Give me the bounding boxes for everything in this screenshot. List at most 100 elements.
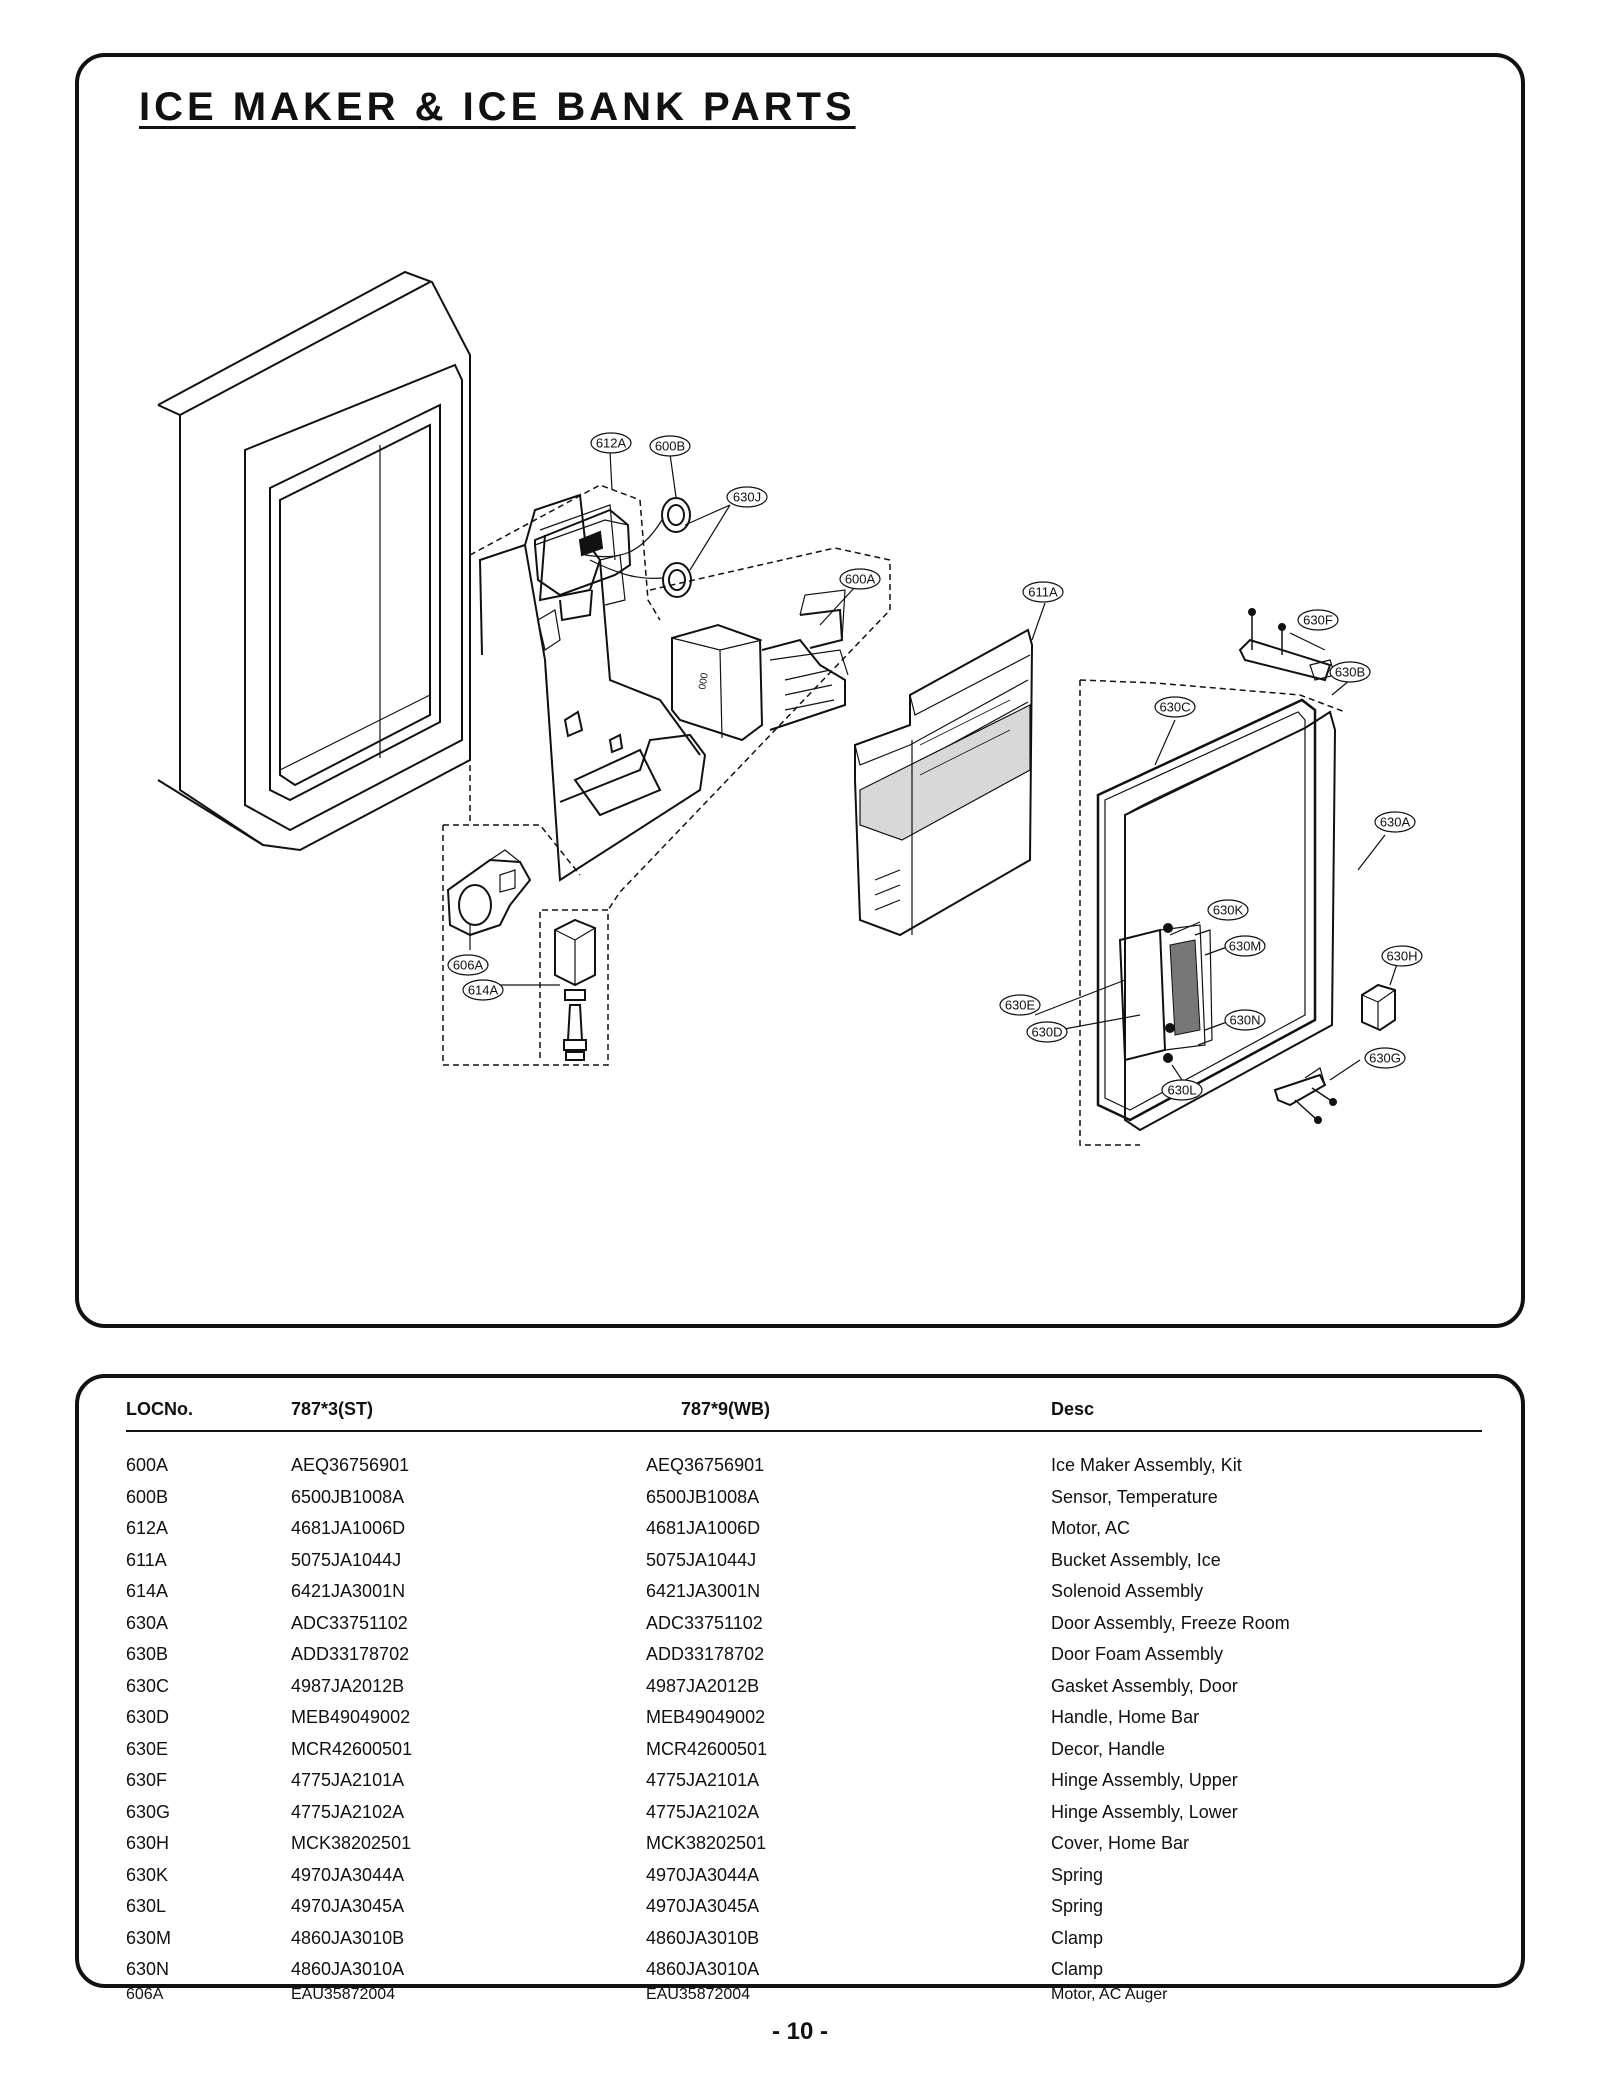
cell-loc: 630F (126, 1770, 168, 1791)
cell-st: 5075JA1044J (291, 1549, 402, 1570)
callout-label: 630E (1005, 998, 1036, 1013)
callout-630h: 630H (1381, 945, 1423, 967)
page-title: ICE MAKER & ICE BANK PARTS (139, 85, 856, 129)
cell-st: 6500JB1008A (291, 1486, 405, 1507)
cell-wb: 4860JA3010A (646, 1959, 760, 1980)
cell-desc: Hinge Assembly, Upper (1051, 1770, 1238, 1791)
header-wb: 787*9(WB) (611, 1388, 1016, 1432)
cell-loc: 600A (126, 1455, 169, 1476)
callout-630f: 630F (1297, 609, 1339, 631)
cell-desc: Door Assembly, Freeze Room (1051, 1612, 1290, 1633)
cell-desc: Gasket Assembly, Door (1051, 1675, 1238, 1696)
callout-label: 630C (1159, 700, 1190, 715)
cell-st: MCK38202501 (291, 1833, 412, 1854)
callout-606a: 606A (447, 954, 489, 976)
cell-st: 4860JA3010A (291, 1959, 405, 1980)
lower-hinge (1273, 1067, 1337, 1124)
cell-desc: Cover, Home Bar (1051, 1833, 1190, 1854)
cell-desc: Door Foam Assembly (1051, 1644, 1224, 1665)
callout-label: 606A (453, 958, 484, 973)
page-number: - 10 - (771, 2018, 828, 2045)
cell-wb: 4970JA3045A (646, 1896, 760, 1917)
cell-loc: 630G (126, 1801, 171, 1822)
callout-630a: 630A (1374, 811, 1416, 833)
cell-desc: Spring (1051, 1896, 1104, 1917)
cell-wb: EAU35872004 (646, 1985, 751, 2003)
cell-wb: 4970JA3044A (646, 1864, 760, 1885)
cell-loc: 630L (126, 1896, 167, 1917)
table-row: 630H MCK38202501 MCK38202501 Cover, Home Ba… (126, 1828, 1482, 1860)
callout-630n: 630N (1224, 1009, 1266, 1031)
parts-table-panel: LOCNo. 787*3(ST) 787*9(WB) Desc 600A AEQ3… (75, 1374, 1525, 2003)
svg-text:000: 000 (697, 672, 711, 691)
callout-label: 630N (1229, 1013, 1260, 1028)
cell-st: 4970JA3044A (291, 1864, 405, 1885)
callout-label: 630J (733, 490, 761, 505)
callout-label: 600A (845, 572, 876, 587)
cell-wb: MEB49049002 (646, 1707, 766, 1728)
cell-wb: ADC33751102 (646, 1612, 763, 1633)
cell-desc: Solenoid Assembly (1051, 1581, 1204, 1602)
cell-loc: 630B (126, 1644, 169, 1665)
callout-600a: 600A (839, 568, 881, 590)
cell-wb: 4681JA1006D (646, 1518, 761, 1539)
cell-wb: 5075JA1044J (646, 1549, 757, 1570)
cell-wb: 6421JA3001N (646, 1581, 761, 1602)
callout-630k: 630K (1207, 899, 1249, 921)
cell-desc: Ice Maker Assembly, Kit (1051, 1455, 1242, 1476)
ice-bucket (854, 628, 1034, 937)
callout-612a: 612A (590, 432, 632, 454)
table-header-row: LOCNo. 787*3(ST) 787*9(WB) Desc (126, 1388, 1482, 1432)
callout-630d: 630D (1026, 1021, 1068, 1043)
ice-maker-assembly: 000 (671, 589, 849, 742)
callout-614a: 614A (462, 979, 504, 1001)
cell-loc: 614A (126, 1581, 169, 1602)
cell-wb: AEQ36756901 (646, 1455, 765, 1476)
cell-desc: Spring (1051, 1864, 1104, 1885)
callout-label: 611A (1028, 585, 1058, 600)
cell-loc: 630A (126, 1612, 169, 1633)
callout-630b: 630B (1329, 661, 1371, 683)
cell-loc: 630M (126, 1927, 172, 1948)
callout-label: 630G (1369, 1051, 1401, 1066)
cell-st: 4681JA1006D (291, 1518, 406, 1539)
callout-label: 612A (596, 436, 627, 451)
cell-wb: 4860JA3010B (646, 1927, 760, 1948)
callout-611a: 611A (1022, 581, 1064, 603)
cell-st: 4987JA2012B (291, 1675, 405, 1696)
motor-housing (478, 493, 707, 882)
freezer-door-frame (157, 270, 471, 852)
header-desc: Desc (1016, 1388, 1482, 1432)
callout-label: 630H (1386, 949, 1417, 964)
callout-630l: 630L (1161, 1079, 1203, 1101)
cell-st: 4970JA3045A (291, 1896, 405, 1917)
cell-st: ADC33751102 (291, 1612, 408, 1633)
callout-label: 614A (468, 983, 499, 998)
cell-desc: Clamp (1051, 1927, 1104, 1948)
cell-loc: 600B (126, 1486, 169, 1507)
callout-630j: 630J (726, 486, 768, 508)
home-bar-cover (1361, 983, 1396, 1032)
cell-loc: 630C (126, 1675, 170, 1696)
cell-st: EAU35872004 (291, 1985, 396, 2003)
cell-wb: MCK38202501 (646, 1833, 767, 1854)
header-st: 787*3(ST) (256, 1388, 611, 1432)
callout-label: 630L (1168, 1083, 1197, 1098)
cell-st: 4860JA3010B (291, 1927, 405, 1948)
cell-loc: 630H (126, 1833, 170, 1854)
cell-loc: 606A (126, 1985, 164, 2003)
table-row: 630L 4970JA3045A 4970JA3045A Spring (126, 1891, 1482, 1923)
solenoid-assembly (554, 918, 596, 1061)
cell-st: 6421JA3001N (291, 1581, 406, 1602)
callout-label: 630M (1229, 939, 1262, 954)
header-loc: LOCNo. (126, 1388, 256, 1432)
